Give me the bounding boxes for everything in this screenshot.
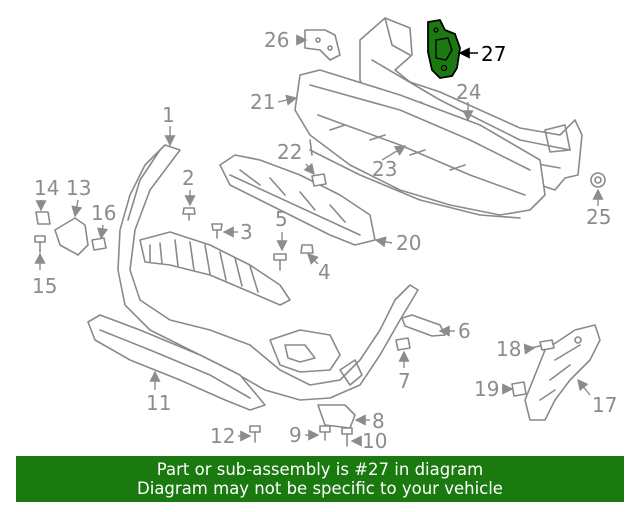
- callout-6: 6: [458, 319, 471, 343]
- callout-10: 10: [362, 429, 387, 453]
- callout-labels: 1 2 3 4 5 6 7 8 9 10 11 12 13 14 15 16 1…: [32, 28, 617, 453]
- part-21-energy-absorber: [294, 69, 546, 216]
- fastener-parts: [34, 172, 606, 447]
- leader-lines: [34, 34, 604, 447]
- callout-17: 17: [592, 393, 617, 417]
- callout-13: 13: [66, 176, 91, 200]
- callout-23: 23: [372, 157, 397, 181]
- part-27-highlighted-bracket: [427, 19, 461, 79]
- callout-24: 24: [456, 80, 481, 104]
- callout-4: 4: [318, 260, 331, 284]
- part-17-side-bracket: [524, 324, 601, 421]
- callout-25: 25: [586, 205, 611, 229]
- callout-8: 8: [372, 409, 385, 433]
- callout-16: 16: [91, 201, 116, 225]
- banner-line-part-number: Part or sub-assembly is #27 in diagram: [156, 460, 484, 479]
- parts-diagram: 1 2 3 4 5 6 7 8 9 10 11 12 13 14 15 16 1…: [32, 17, 617, 453]
- part-1-bumper-cover: [117, 144, 419, 401]
- callout-11: 11: [146, 391, 171, 415]
- part-23-absorber-strip: [309, 139, 521, 219]
- callout-18: 18: [496, 337, 521, 361]
- callout-22: 22: [277, 140, 302, 164]
- callout-5: 5: [275, 207, 288, 231]
- banner-line-disclaimer: Diagram may not be specific to your vehi…: [137, 479, 503, 498]
- callout-14: 14: [34, 176, 59, 200]
- callout-2: 2: [182, 166, 195, 190]
- callout-19: 19: [474, 377, 499, 401]
- callout-15: 15: [32, 274, 57, 298]
- part-11-lower-valance: [87, 314, 266, 411]
- callout-26: 26: [264, 28, 289, 52]
- callout-21: 21: [250, 90, 275, 114]
- callout-12: 12: [210, 424, 235, 448]
- info-banner: Part or sub-assembly is #27 in diagram D…: [16, 456, 624, 502]
- callout-9: 9: [289, 423, 302, 447]
- callout-3: 3: [240, 220, 253, 244]
- callout-1: 1: [162, 103, 175, 127]
- callout-27-highlighted: 27: [481, 42, 506, 66]
- callout-7: 7: [398, 369, 411, 393]
- part-26-bracket: [304, 29, 341, 61]
- callout-20: 20: [396, 231, 421, 255]
